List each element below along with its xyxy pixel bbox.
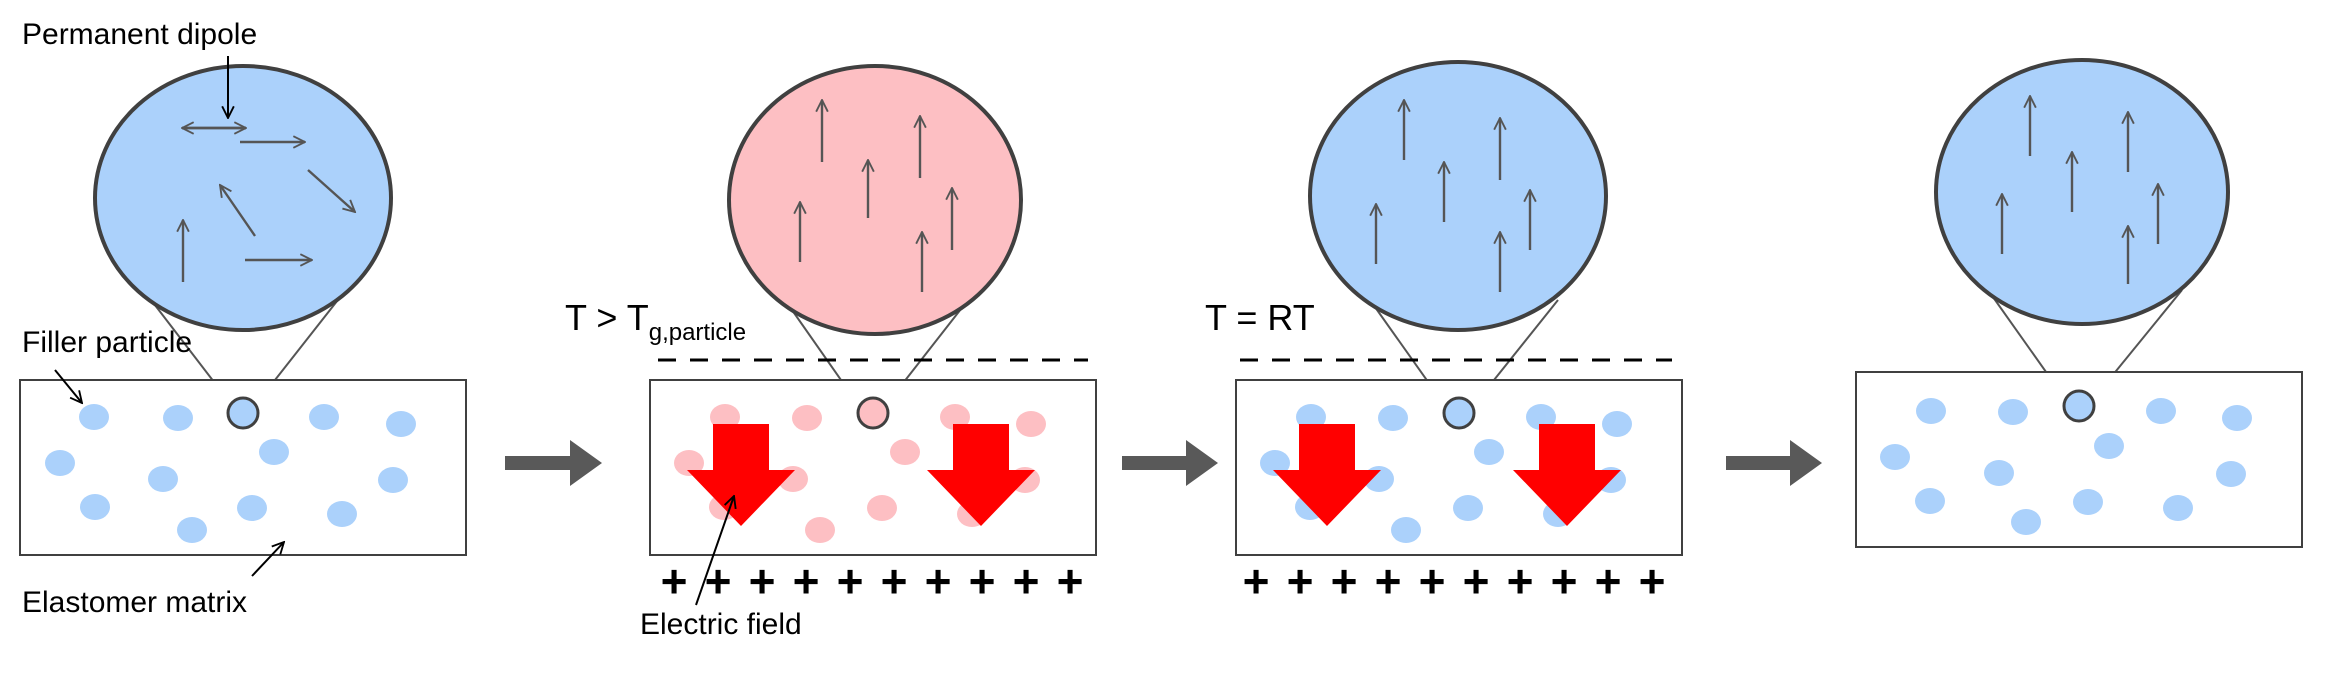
frozen-dipole-arrows (1376, 100, 1530, 292)
filler-particle (940, 404, 970, 430)
filler-particle (1998, 399, 2028, 425)
filler-particle (792, 405, 822, 431)
filler-particle (1474, 439, 1504, 465)
filler-particle (1602, 411, 1632, 437)
filler-particle (1378, 405, 1408, 431)
filler-particle (1984, 460, 2014, 486)
electric-field-arrow (927, 424, 1035, 526)
plus-sign: + (881, 555, 908, 607)
permanent-dipole-label: Permanent dipole (22, 18, 257, 51)
filler-particle (237, 495, 267, 521)
plus-sign: + (1057, 555, 1084, 607)
filler-particle (1915, 488, 1945, 514)
dipole-arrow (307, 169, 355, 212)
filler-particle (1016, 411, 1046, 437)
process-arrow-1 (505, 440, 602, 486)
filler-particle (1880, 444, 1910, 470)
process-arrow-2 (1122, 440, 1218, 486)
filler-particle (2073, 489, 2103, 515)
filler-particle (710, 404, 740, 430)
plus-sign: + (1243, 555, 1270, 607)
plus-sign: + (749, 555, 776, 607)
plus-sign: + (661, 555, 688, 607)
filler-particle (2222, 405, 2252, 431)
filler-particle (2163, 495, 2193, 521)
plus-sign: + (1507, 555, 1534, 607)
selected-particle (226, 396, 260, 430)
plus-sign: + (1331, 555, 1358, 607)
electric-field-arrow (1273, 424, 1381, 526)
plus-sign: + (837, 555, 864, 607)
electric-field-label: Electric field (640, 608, 802, 641)
filler-particle (177, 517, 207, 543)
filler-particle (1296, 404, 1326, 430)
filler-particle (1453, 495, 1483, 521)
plus-sign: + (1013, 555, 1040, 607)
filler-particle (2216, 461, 2246, 487)
electric-field-arrow (1513, 424, 1621, 526)
filler-particle (1260, 450, 1290, 476)
filler-particle (805, 517, 835, 543)
process-arrow-3 (1726, 440, 1822, 486)
filler-particle (163, 405, 193, 431)
panel-cooling-poling: T = RT + + + + + + + + (1205, 60, 1683, 607)
retained-dipole-arrows (2002, 96, 2158, 284)
heating-condition-label: T > Tg,particle (565, 297, 746, 346)
elastomer-matrix-pointer (251, 542, 284, 577)
plus-sign: + (1287, 555, 1314, 607)
selected-particle (2062, 389, 2096, 423)
electric-field-pointer (695, 496, 734, 606)
positive-electrode: + + + + + + + + + + (1243, 555, 1666, 607)
filler-particle (2094, 433, 2124, 459)
panel-heating-poling: T > Tg,particle + + + + + + + (565, 64, 1097, 641)
plus-sign: + (705, 555, 732, 607)
random-dipole-arrows (182, 128, 355, 282)
filler-particle-pointer (54, 369, 82, 403)
cooling-condition-label: T = RT (1205, 297, 1315, 338)
selected-particle (1442, 396, 1476, 430)
filler-particle (867, 495, 897, 521)
dipole-arrow (220, 185, 256, 237)
filler-particle (309, 404, 339, 430)
filler-particle (674, 450, 704, 476)
filler-particle (1916, 398, 1946, 424)
elastomer-matrix-label: Elastomer matrix (22, 586, 247, 619)
plus-sign: + (1639, 555, 1666, 607)
filler-particle (327, 501, 357, 527)
plus-sign: + (1419, 555, 1446, 607)
filler-particle (148, 466, 178, 492)
filler-particle (259, 439, 289, 465)
filler-particle-label: Filler particle (22, 326, 192, 359)
filler-particle (378, 467, 408, 493)
plus-sign: + (793, 555, 820, 607)
aligned-dipole-arrows (800, 100, 952, 292)
filler-particle (1391, 517, 1421, 543)
plus-sign: + (1375, 555, 1402, 607)
panel-initial: Permanent dipole Filler particle Elastom… (19, 18, 467, 619)
positive-electrode: + + + + + + + + + + (661, 555, 1084, 607)
filler-particle (2146, 398, 2176, 424)
filler-particle (2011, 509, 2041, 535)
magnified-particle-poled (1934, 58, 2230, 326)
filler-particle (890, 439, 920, 465)
plus-sign: + (1551, 555, 1578, 607)
filler-particles (1880, 398, 2252, 535)
filler-particles (45, 404, 416, 543)
filler-particle (79, 404, 109, 430)
filler-particle (45, 450, 75, 476)
plus-sign: + (1595, 555, 1622, 607)
magnified-particle-random-dipoles (93, 64, 393, 332)
electric-field-arrow (687, 424, 795, 526)
plus-sign: + (925, 555, 952, 607)
magnified-particle-cooled (1308, 60, 1608, 332)
filler-particle (386, 411, 416, 437)
filler-particle (80, 494, 110, 520)
magnified-particle-heated (727, 64, 1023, 336)
selected-particle (856, 396, 890, 430)
plus-sign: + (1463, 555, 1490, 607)
panel-final-poled (1855, 58, 2303, 548)
plus-sign: + (969, 555, 996, 607)
filler-particle (1526, 404, 1556, 430)
